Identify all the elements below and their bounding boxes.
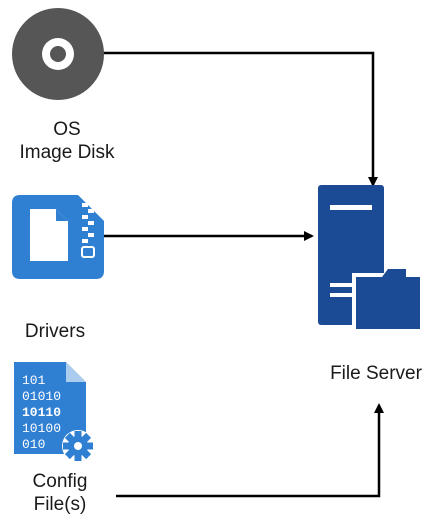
config-files-label: Config File(s) bbox=[32, 471, 88, 515]
os-image-disk-label: OS Image Disk bbox=[19, 119, 115, 163]
binary-row: 01010 bbox=[22, 389, 61, 404]
binary-row: 10100 bbox=[22, 421, 61, 436]
disc-icon bbox=[12, 8, 104, 100]
drivers-label: Drivers bbox=[24, 321, 86, 342]
gear-icon bbox=[62, 430, 94, 462]
edge-os-disk-to-file-server bbox=[100, 51, 378, 187]
binary-row: 10110 bbox=[22, 405, 61, 420]
zip-file-icon bbox=[12, 195, 104, 279]
file-server-label: File Server bbox=[330, 363, 422, 384]
binary-row: 101 bbox=[22, 373, 46, 388]
binary-config-file-icon: 101 01010 10110 10100 010 bbox=[14, 362, 94, 462]
file-server-icon bbox=[318, 185, 424, 333]
binary-row: 010 bbox=[22, 437, 45, 452]
edge-config-to-file-server bbox=[116, 403, 384, 498]
